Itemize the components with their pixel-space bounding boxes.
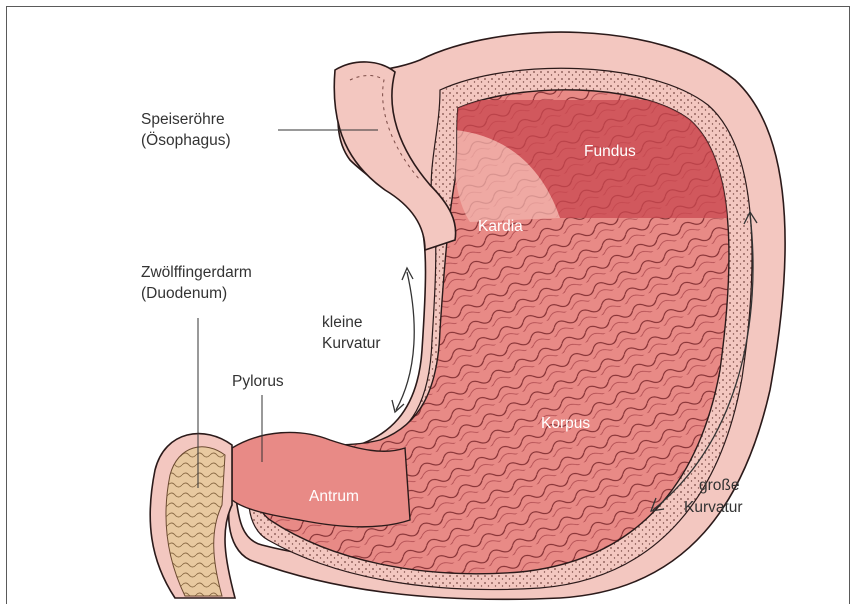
esophagus-label-line2: (Ösophagus)	[141, 131, 231, 149]
lesser-curvature-label-line2: Kurvatur	[322, 335, 381, 352]
pylorus-label: Pylorus	[232, 373, 284, 390]
fundus-label: Fundus	[584, 143, 636, 160]
lesser-curvature-arrow	[396, 272, 414, 410]
lesser-curvature-label-line1: kleine	[322, 314, 363, 331]
greater-curvature-label-line2: Kurvatur	[684, 499, 743, 516]
corpus-label: Korpus	[541, 415, 590, 432]
greater-curvature-label-line1: große	[699, 477, 740, 494]
esophagus-label-line1: Speiseröhre	[141, 111, 225, 128]
duodenum-label-line1: Zwölffingerdarm	[141, 264, 252, 281]
duodenum-label-line2: (Duodenum)	[141, 285, 227, 302]
antrum-label: Antrum	[309, 488, 359, 505]
cardia-label: Kardia	[478, 218, 523, 235]
